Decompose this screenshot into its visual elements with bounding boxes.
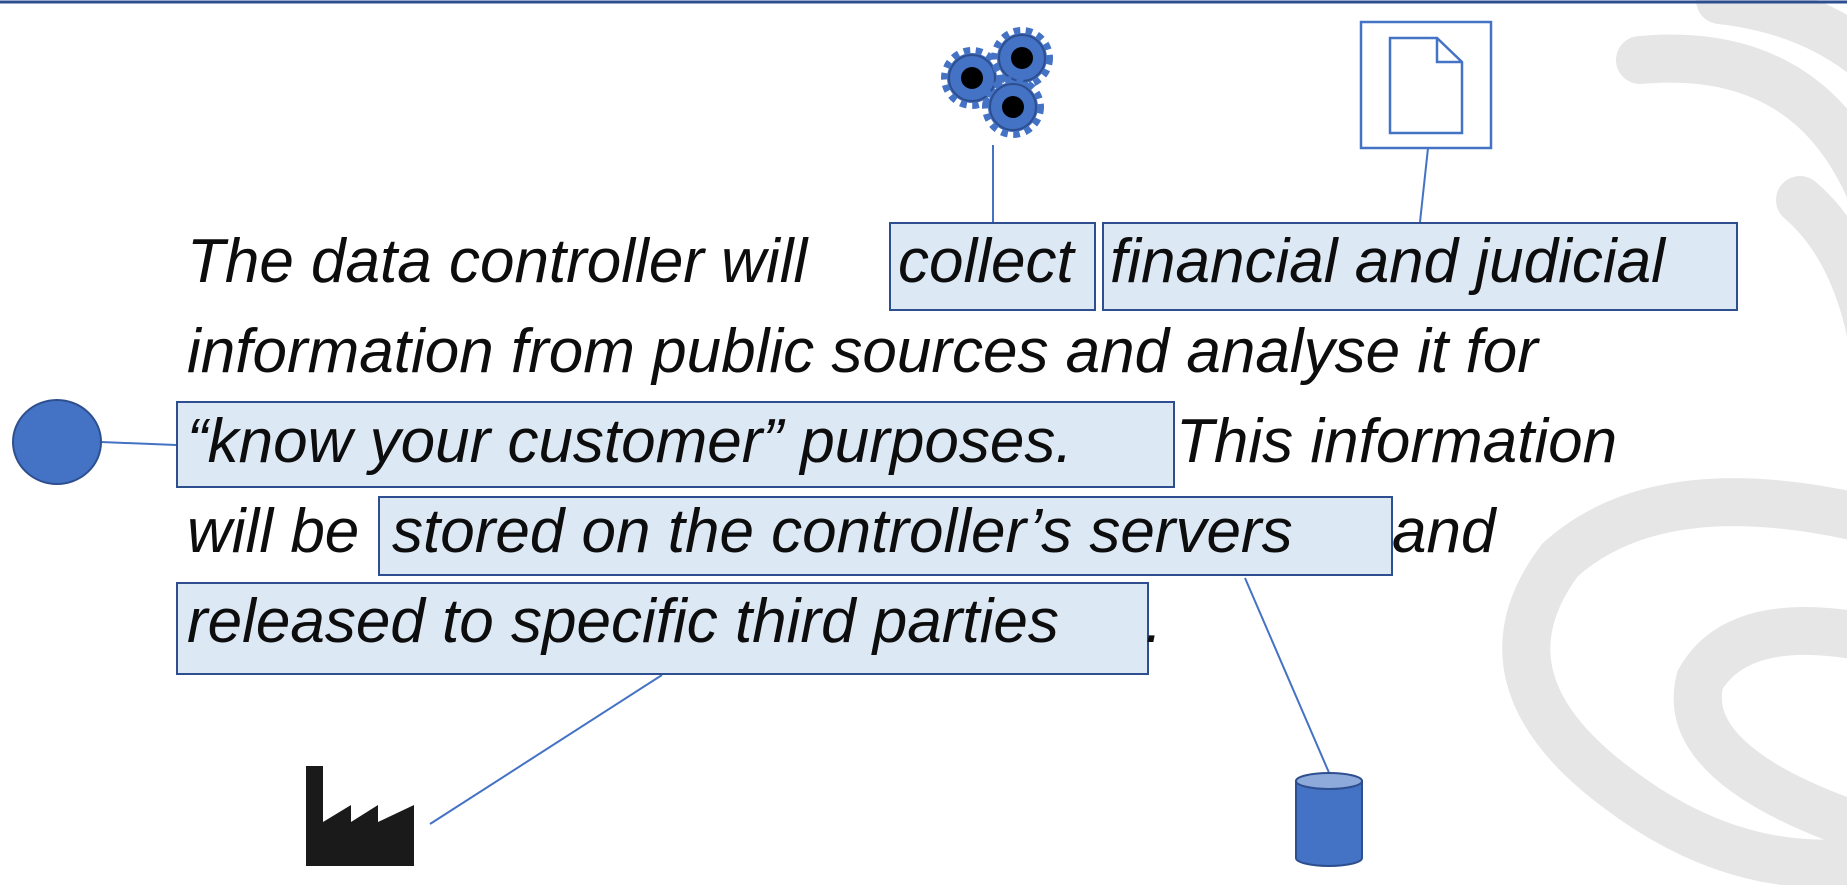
connector-lines <box>100 145 1429 825</box>
database-cylinder-icon <box>1295 772 1363 867</box>
sentence-line-4-end: and <box>1392 497 1496 566</box>
storage-connector <box>1244 577 1331 776</box>
recipient-highlight <box>176 582 1149 675</box>
subject-connector <box>100 441 177 446</box>
document-icon <box>1359 20 1493 150</box>
factory-icon <box>306 766 414 866</box>
recipient-connector <box>429 674 663 825</box>
sentence-line-2: information from public sources and anal… <box>187 317 1538 386</box>
data-category-phrase: financial and judicial <box>1110 227 1665 296</box>
recipient-phrase: released to specific third parties <box>187 587 1059 656</box>
purpose-highlight <box>176 401 1175 488</box>
sentence-line-4-start: will be <box>187 497 360 566</box>
gears-icon <box>941 27 1053 138</box>
document-connector <box>1419 147 1429 223</box>
processing-highlight <box>889 222 1096 311</box>
collect-phrase: collect <box>898 227 1074 296</box>
sentence-line-3-end: This information <box>1176 407 1618 476</box>
circle-person-icon <box>12 399 102 485</box>
fingerprint-watermark <box>1502 0 1847 885</box>
purpose-phrase: “know your customer” purposes. <box>187 407 1073 476</box>
data-category-highlight <box>1102 222 1738 311</box>
storage-highlight <box>378 496 1393 576</box>
sentence-period: . <box>1145 587 1163 656</box>
storage-phrase: stored on the controller’s servers <box>392 497 1293 566</box>
sentence-line-1-start: The data controller will <box>187 227 808 296</box>
